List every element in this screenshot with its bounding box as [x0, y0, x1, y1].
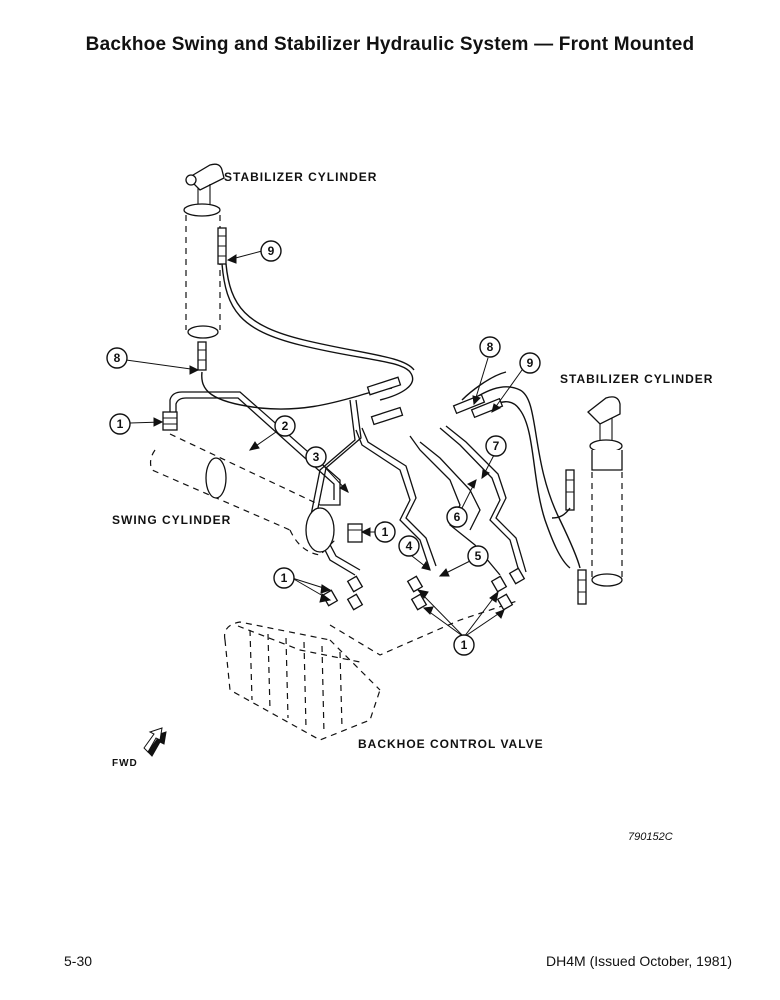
callout-9-right: 9	[519, 352, 541, 374]
hoses	[201, 263, 581, 569]
callout-6: 6	[446, 506, 468, 528]
callout-2: 2	[274, 415, 296, 437]
label-stabilizer-cylinder-left: STABILIZER CYLINDER	[224, 170, 377, 184]
svg-text:8: 8	[114, 351, 121, 365]
right-stabilizer-cylinder	[565, 396, 623, 605]
svg-text:1: 1	[281, 571, 288, 585]
left-stabilizer-cylinder	[183, 163, 227, 371]
fwd-arrow-icon	[143, 727, 167, 757]
label-backhoe-control-valve: BACKHOE CONTROL VALVE	[358, 737, 544, 751]
svg-text:9: 9	[527, 356, 534, 370]
steel-tubes	[169, 391, 527, 576]
svg-text:6: 6	[454, 510, 461, 524]
svg-text:8: 8	[487, 340, 494, 354]
callout-1-top-left: 1	[109, 413, 131, 435]
svg-text:5: 5	[475, 549, 482, 563]
callout-leaders	[125, 250, 523, 638]
backhoe-control-valve	[223, 567, 526, 741]
callout-8-left: 8	[106, 347, 128, 369]
svg-text:4: 4	[406, 539, 413, 553]
callout-8-right: 8	[479, 336, 501, 358]
label-stabilizer-cylinder-right: STABILIZER CYLINDER	[560, 372, 713, 386]
document-reference: DH4M (Issued October, 1981)	[546, 953, 732, 969]
callout-1-left-ports: 1	[273, 567, 295, 589]
callout-5: 5	[467, 545, 489, 567]
page-title: Backhoe Swing and Stabilizer Hydraulic S…	[85, 34, 695, 55]
svg-text:9: 9	[268, 244, 275, 258]
label-fwd: FWD	[112, 758, 138, 769]
swing-cylinder	[149, 411, 363, 556]
label-swing-cylinder: SWING CYLINDER	[112, 513, 231, 527]
callout-3: 3	[305, 446, 327, 468]
svg-text:2: 2	[282, 419, 289, 433]
callout-7: 7	[485, 435, 507, 457]
callout-1-valve-ports: 1	[453, 634, 475, 656]
svg-text:1: 1	[382, 525, 389, 539]
svg-text:3: 3	[313, 450, 320, 464]
callout-1-swing: 1	[374, 521, 396, 543]
callout-9-left: 9	[260, 240, 282, 262]
figure-number: 790152C	[628, 831, 673, 843]
svg-text:7: 7	[493, 439, 500, 453]
callout-4: 4	[398, 535, 420, 557]
svg-text:1: 1	[461, 638, 468, 652]
svg-text:1: 1	[117, 417, 124, 431]
page-number: 5-30	[64, 953, 93, 969]
